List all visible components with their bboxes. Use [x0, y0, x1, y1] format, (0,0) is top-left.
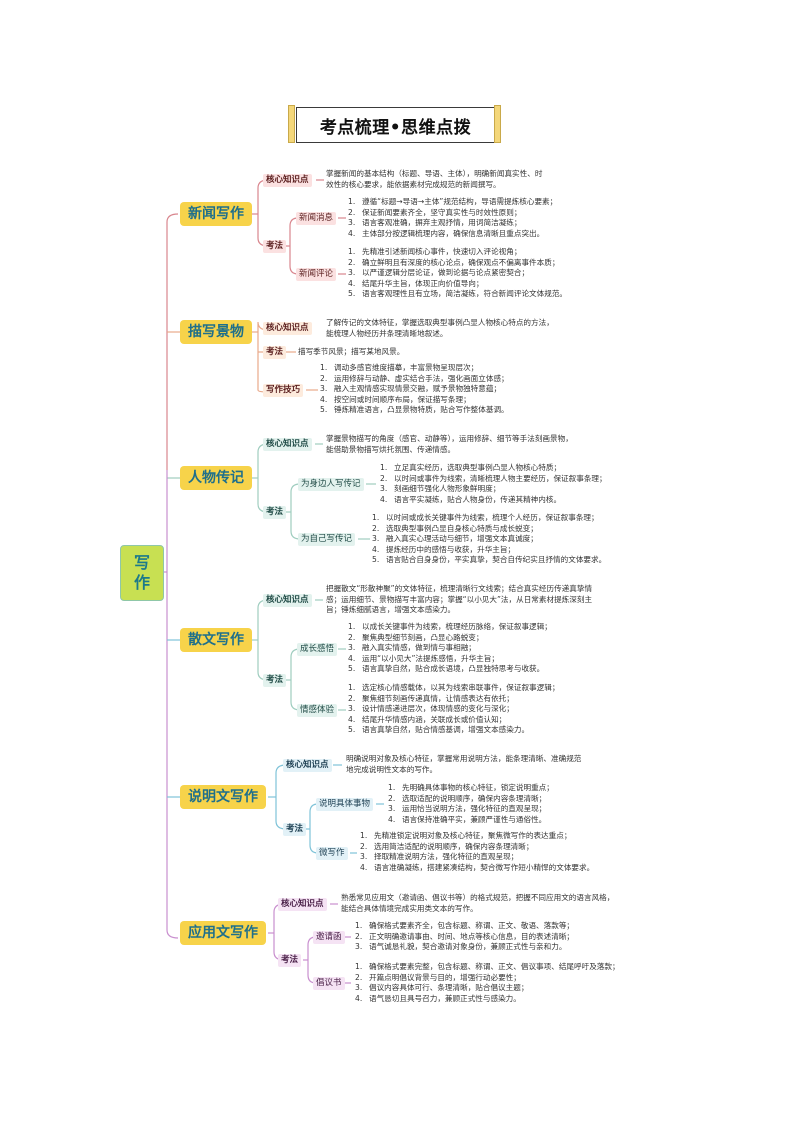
- label-core-knowledge[interactable]: 核心知识点: [283, 759, 332, 772]
- news-message-list: 1.遵循“标题→导语→主体”规范结构，导语需提炼核心要素； 2.保证新闻要素齐全…: [348, 197, 558, 238]
- topic-expository-writing[interactable]: 说明文写作: [180, 785, 266, 809]
- root-label-line1: 写: [133, 553, 150, 572]
- label-core-knowledge[interactable]: 核心知识点: [278, 898, 327, 911]
- label-specific-object[interactable]: 说明具体事物: [316, 798, 374, 811]
- label-core-knowledge[interactable]: 核心知识点: [263, 322, 312, 335]
- core-knowledge-text: 熟悉常见应用文（邀请函、倡议书等）的格式规范，把握不同应用文的语言风格，能结合具…: [341, 893, 615, 913]
- title-banner-left-cap: [288, 105, 295, 143]
- label-core-knowledge[interactable]: 核心知识点: [263, 174, 312, 187]
- topic-practical-writing[interactable]: 应用文写作: [180, 921, 266, 945]
- label-core-knowledge[interactable]: 核心知识点: [263, 438, 312, 451]
- writing-skills-list: 1.调动多感官维度描摹，丰富景物呈现层次； 2.运用修辞与动静、虚实结合手法，强…: [320, 363, 509, 415]
- label-core-knowledge[interactable]: 核心知识点: [263, 594, 312, 607]
- core-knowledge-text: 了解传记的文体特征，掌握选取典型事例凸显人物核心特点的方法，能梳理人物经历并条理…: [326, 318, 554, 338]
- label-autobiography[interactable]: 为自己写传记: [298, 533, 356, 546]
- biography-others-list: 1.立足真实经历，选取典型事例凸显人物核心特质； 2.以时间或事件为线索，清晰梳…: [380, 463, 607, 504]
- root-label-line2: 作: [133, 573, 150, 592]
- method-text: 描写季节风景；描写某地风景。: [298, 347, 405, 356]
- core-knowledge-text: 明确说明对象及核心特征，掌握常用说明方法，能条理清晰、准确规范地完成说明性文本的…: [346, 754, 582, 774]
- growth-insights-list: 1.以成长关键事件为线索，梳理经历脉络，保证叙事逻辑； 2.聚焦典型细节刻画，凸…: [348, 622, 552, 674]
- news-commentary-list: 1.先精准引述新闻核心事件，快速切入评论视角； 2.确立鲜明且有深度的核心论点，…: [348, 247, 568, 299]
- core-knowledge-text: 掌握新闻的基本结构（标题、导语、主体），明确新闻真实性、时效性的核心要求，能依据…: [326, 169, 543, 189]
- title-banner-right-cap: [494, 105, 501, 143]
- topic-news-writing[interactable]: 新闻写作: [180, 202, 252, 226]
- label-writing-skills[interactable]: 写作技巧: [263, 384, 304, 397]
- invitation-letter-list: 1.确保格式要素齐全，包含标题、称谓、正文、敬语、落款等； 2.正文明确邀请事由…: [355, 921, 575, 952]
- label-biography-others[interactable]: 为身边人写传记: [298, 478, 364, 491]
- label-method[interactable]: 考法: [263, 240, 287, 253]
- label-proposal[interactable]: 倡议书: [313, 977, 345, 990]
- label-method[interactable]: 考法: [263, 346, 287, 359]
- label-method[interactable]: 考法: [263, 674, 287, 687]
- label-emotional-experience[interactable]: 情感体验: [297, 704, 338, 717]
- page-title: 考点梳理•思维点拨: [296, 107, 495, 143]
- label-method[interactable]: 考法: [283, 823, 307, 836]
- label-invitation-letter[interactable]: 邀请函: [313, 931, 345, 944]
- topic-prose-writing[interactable]: 散文写作: [180, 628, 252, 652]
- core-knowledge-text: 把握散文“形散神聚”的文体特征，梳理清晰行文线索；结合真实经历传递真挚情感；运用…: [326, 584, 593, 615]
- label-method[interactable]: 考法: [278, 954, 302, 967]
- label-micro-writing[interactable]: 微写作: [316, 847, 348, 860]
- micro-writing-list: 1.先精准锁定说明对象及核心特征，聚焦微写作的表达重点； 2.选用简洁适配的说明…: [360, 831, 595, 872]
- specific-object-list: 1.先明确具体事物的核心特征，锁定说明重点； 2.选取适配的说明顺序，确保内容条…: [388, 783, 554, 824]
- label-method[interactable]: 考法: [263, 506, 287, 519]
- label-growth-insights[interactable]: 成长感悟: [297, 643, 338, 656]
- topic-biography[interactable]: 人物传记: [180, 466, 252, 490]
- topic-scenery-description[interactable]: 描写景物: [180, 320, 252, 344]
- root-node[interactable]: 写 作: [120, 545, 164, 601]
- label-news-message[interactable]: 新闻消息: [296, 212, 337, 225]
- core-knowledge-text: 掌握景物描写的角度（感官、动静等），运用修辞、细节等手法刻画景物，能借助景物描写…: [326, 434, 573, 454]
- title-banner: 考点梳理•思维点拨: [288, 105, 501, 143]
- autobiography-list: 1.以时间或成长关键事件为线索，梳理个人经历，保证叙事条理； 2.选取典型事例凸…: [372, 513, 607, 565]
- label-news-commentary[interactable]: 新闻评论: [296, 268, 337, 281]
- proposal-list: 1.确保格式要素完整，包含标题、称谓、正文、倡议事项、结尾呼吁及落款； 2.开篇…: [355, 962, 620, 1003]
- emotional-experience-list: 1.选定核心情感载体，以其为线索串联事件，保证叙事逻辑； 2.聚焦细节刻画传递真…: [348, 683, 560, 735]
